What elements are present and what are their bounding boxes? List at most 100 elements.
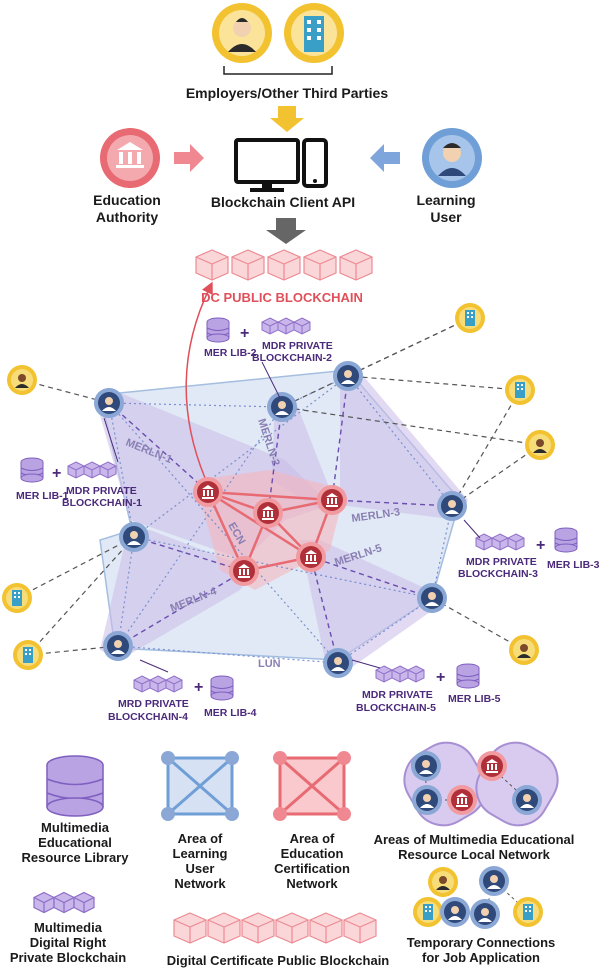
- mdr-private-5-label-1: MDR PRIVATE: [362, 689, 433, 701]
- mdr-private-2-label-1: MDR PRIVATE: [262, 340, 333, 352]
- merln-dashed-links: [108, 375, 453, 664]
- computer-monitor-icon: [234, 138, 328, 192]
- user-node-5: [119, 522, 149, 552]
- legend-mer-library-label-2: Educational: [38, 835, 112, 850]
- education-authority-icon: [100, 128, 160, 188]
- legend-dc-public-icon: [173, 912, 377, 944]
- mdr-private-1-label-2: BLOCKCHAIN-1: [62, 497, 142, 509]
- legend-lun-label-1: Area of: [178, 831, 223, 846]
- employer-node-2: [525, 430, 555, 460]
- dc-public-blockchain-label: DC PUBLIC BLOCKCHAIN: [201, 290, 363, 305]
- down-arrow-icon: [270, 106, 304, 132]
- mer-lib-2-icon: [206, 317, 230, 343]
- legend-mdr-private-label-2: Digital Right: [30, 935, 107, 950]
- dc-public-blockchain: [195, 249, 373, 281]
- user-node-6: [417, 583, 447, 613]
- legend-ecn-label-3: Certification: [274, 861, 350, 876]
- learning-user-label-2: User: [430, 209, 462, 225]
- gray-down-arrow-icon: [266, 218, 306, 244]
- authority-node-2: [253, 498, 283, 528]
- legend-mer-library-label-3: Resource Library: [22, 850, 130, 865]
- user-node-2: [267, 392, 297, 422]
- user-node-7: [103, 631, 133, 661]
- user-node-1: [94, 388, 124, 418]
- authority-node-4: [296, 542, 326, 572]
- legend-merln-area-label-1: Areas of Multimedia Educational: [374, 832, 575, 847]
- legend-ecn-label-1: Area of: [290, 831, 335, 846]
- mer-lib-1-label: MER LIB-1: [16, 490, 69, 502]
- lun-label: LUN: [258, 658, 281, 670]
- legend-lun-label-4: Network: [174, 876, 226, 891]
- mdr-2-pointer: [261, 361, 281, 399]
- authority-node-1: [193, 477, 223, 507]
- employer-node-1: [7, 365, 37, 395]
- plus-icon-1: +: [52, 465, 61, 482]
- legend-lun-icon: [161, 751, 239, 821]
- mdr-private-5-label-2: BLOCKCHAIN-5: [356, 702, 436, 714]
- merln-3-area: [340, 368, 468, 520]
- mer-lib-4-label: MER LIB-4: [204, 707, 257, 719]
- employer-person-icon: [212, 3, 272, 63]
- learning-user-label-1: Learning: [416, 192, 475, 208]
- legend-dc-public-label: Digital Certificate Public Blockchain: [167, 953, 390, 968]
- plus-icon-3: +: [536, 537, 545, 554]
- right-arrow-icon: [174, 144, 204, 172]
- legend-mdr-private-icon: [33, 891, 95, 914]
- legend-mer-library-icon: [46, 755, 104, 817]
- mer-lib-2-label: MER LIB-2: [204, 347, 257, 359]
- plus-icon-2: +: [240, 325, 249, 342]
- legend-lun-label-3: User: [186, 861, 215, 876]
- legend-merln-area-icon: [403, 741, 559, 827]
- user-node-4: [437, 491, 467, 521]
- legend-mer-library-label-1: Multimedia: [41, 820, 110, 835]
- employers-label: Employers/Other Third Parties: [186, 85, 388, 101]
- building-node-3: [2, 583, 32, 613]
- legend-merln-area-label-2: Resource Local Network: [398, 847, 550, 862]
- plus-icon-5: +: [436, 669, 445, 686]
- mdr-1-pointer: [103, 417, 119, 463]
- mdr-3-pointer: [463, 519, 481, 539]
- mdr-private-2-label-2: BLOCKCHAIN-2: [252, 352, 332, 364]
- mdr-private-1-label-1: MDR PRIVATE: [66, 485, 137, 497]
- mdr-private-5-icon: [375, 665, 425, 683]
- mer-lib-1-icon: [20, 457, 44, 483]
- mrd-private-4-label-2: BLOCKCHAIN-4: [108, 711, 188, 723]
- legend-temp-connection-label-2: for Job Application: [422, 950, 540, 965]
- legend-ecn-label-4: Network: [286, 876, 338, 891]
- mer-lib-5-label: MER LIB-5: [448, 693, 501, 705]
- legend-temp-connection-label-1: Temporary Connections: [407, 935, 556, 950]
- legend-ecn-icon: [273, 751, 351, 821]
- merln-5-area: [300, 540, 440, 670]
- mer-lib-3-icon: [554, 527, 578, 553]
- user-node-3: [333, 361, 363, 391]
- legend-mdr-private-label-3: Private Blockchain: [10, 950, 126, 965]
- left-arrow-icon: [370, 144, 400, 172]
- mrd-private-4-label-1: MRD PRIVATE: [118, 698, 189, 710]
- merln-4-area: [100, 530, 255, 660]
- building-node-1: [455, 303, 485, 333]
- mdr-private-3-icon: [475, 533, 525, 551]
- mer-lib-5-icon: [456, 663, 480, 689]
- building-node-2: [505, 375, 535, 405]
- authority-node-5: [229, 556, 259, 586]
- learning-user-icon: [422, 128, 482, 188]
- mdr-private-3-label-1: MDR PRIVATE: [466, 556, 537, 568]
- client-api-label: Blockchain Client API: [211, 194, 355, 210]
- mdr-5-pointer: [351, 659, 381, 669]
- mrd-4-pointer: [139, 659, 169, 673]
- third-party-building-icon: [284, 3, 344, 63]
- mer-lib-3-label: MER LIB-3: [547, 559, 600, 571]
- legend-lun-label-2: Learning: [173, 846, 228, 861]
- ecn-to-public-arrow: [185, 281, 213, 479]
- building-node-4: [13, 640, 43, 670]
- plus-icon-4: +: [194, 679, 203, 696]
- employer-node-3: [509, 635, 539, 665]
- mdr-private-1-icon: [67, 461, 117, 479]
- education-authority-label-1: Education: [93, 192, 161, 208]
- mer-lib-4-icon: [210, 675, 234, 701]
- education-authority-label-2: Authority: [96, 209, 158, 225]
- mrd-private-4-icon: [133, 675, 183, 693]
- mdr-private-3-label-2: BLOCKCHAIN-3: [458, 568, 538, 580]
- legend-temp-connection-icon: [413, 866, 543, 929]
